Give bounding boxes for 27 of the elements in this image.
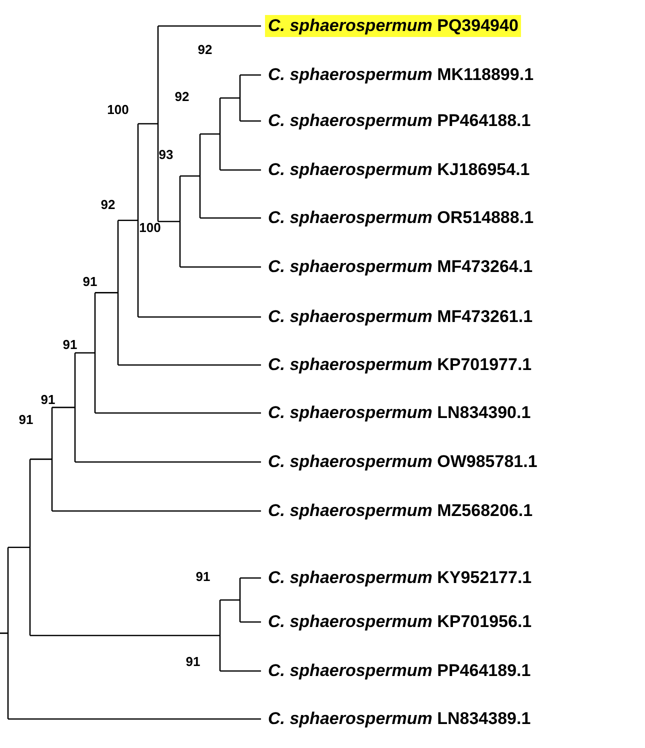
bootstrap-value: 92 <box>100 197 116 213</box>
taxon-label: C. sphaerospermum KY952177.1 <box>267 567 533 589</box>
highlighted-taxon-label: C. sphaerospermum PQ394940 <box>265 15 522 37</box>
taxon-label: C. sphaerospermum MZ568206.1 <box>267 500 534 522</box>
bootstrap-value: 91 <box>40 392 56 408</box>
taxon-label: C. sphaerospermum KP701977.1 <box>267 354 533 376</box>
bootstrap-value: 91 <box>82 274 98 290</box>
taxon-label: C. sphaerospermum PP464189.1 <box>267 660 532 682</box>
bootstrap-value: 91 <box>196 569 210 585</box>
bootstrap-value: 91 <box>18 412 34 428</box>
taxon-label: C. sphaerospermum KP701956.1 <box>267 611 533 633</box>
taxon-label: C. sphaerospermum OW985781.1 <box>267 451 538 473</box>
bootstrap-value: 92 <box>198 42 212 58</box>
taxon-label: C. sphaerospermum KJ186954.1 <box>267 159 531 181</box>
taxon-label: C. sphaerospermum MF473264.1 <box>267 256 534 278</box>
taxon-label: C. sphaerospermum LN834389.1 <box>267 708 532 730</box>
bootstrap-value: 91 <box>62 337 78 353</box>
bootstrap-value: 93 <box>158 147 174 163</box>
bootstrap-value: 91 <box>186 654 200 670</box>
taxon-label: C. sphaerospermum MF473261.1 <box>267 306 534 328</box>
taxon-label: C. sphaerospermum MK118899.1 <box>267 64 535 86</box>
taxon-label: C. sphaerospermum LN834390.1 <box>267 402 532 424</box>
taxon-label: C. sphaerospermum OR514888.1 <box>267 207 535 229</box>
bootstrap-value: 100 <box>139 220 161 236</box>
taxon-label: C. sphaerospermum PP464188.1 <box>267 110 532 132</box>
bootstrap-value: 92 <box>174 89 190 105</box>
bootstrap-value: 100 <box>107 102 129 118</box>
